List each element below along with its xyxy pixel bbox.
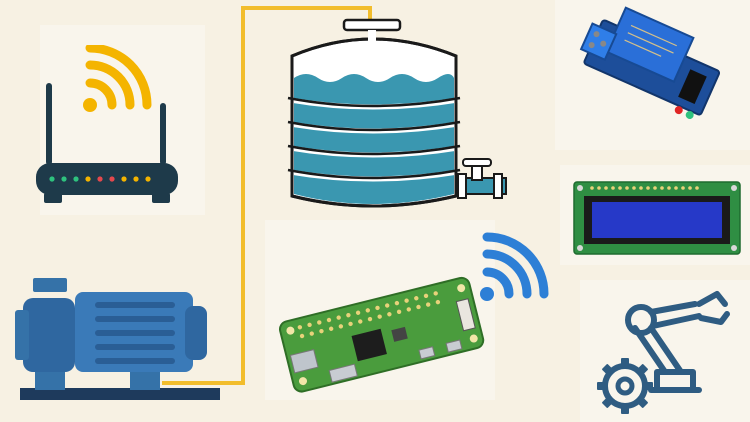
water-tank-icon [287, 18, 507, 208]
wifi-icon [480, 232, 549, 301]
raspberry-pi-zero-icon [278, 232, 549, 393]
water-pump-icon [15, 278, 220, 400]
robotic-arm-gear-icon [597, 291, 730, 414]
gear-icon [597, 358, 653, 414]
router-icon [36, 45, 178, 203]
relay-module-icon [579, 6, 721, 120]
lcd-display-icon [573, 181, 741, 255]
wifi-icon [83, 45, 152, 112]
